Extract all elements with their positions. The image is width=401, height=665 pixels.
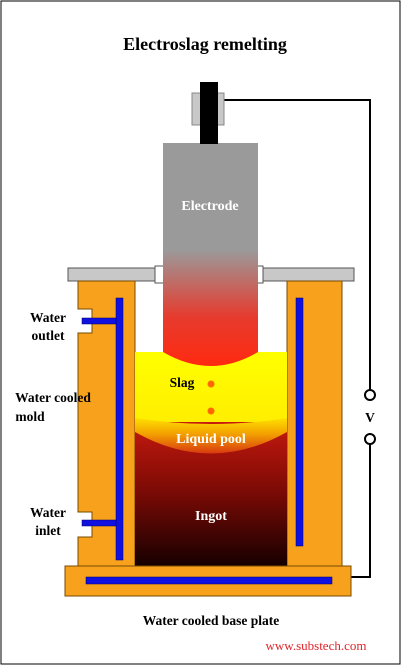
water-inlet-pipe (81, 519, 117, 527)
water-cooled-mold-label-line1: Water cooled (15, 390, 91, 405)
base-plate-label: Water cooled base plate (143, 613, 280, 628)
water-channel-right (295, 297, 304, 547)
electrode-label: Electrode (181, 199, 238, 214)
slag-label: Slag (170, 375, 195, 390)
ingot-label: Ingot (195, 509, 227, 524)
diagram-title: Electroslag remelting (123, 34, 287, 54)
circuit-wire-top (222, 99, 371, 390)
mold-wall-right (286, 280, 343, 567)
water-outlet-pipe (81, 317, 117, 325)
terminal-top (364, 389, 376, 401)
water-outlet-label-line2: outlet (32, 328, 65, 343)
water-inlet-label-line2: inlet (35, 523, 61, 538)
base-plate-water-channel (85, 576, 333, 585)
credit-link[interactable]: www.substech.com (266, 638, 367, 653)
liquid-pool-shape (135, 418, 287, 454)
water-outlet-label-line1: Water (30, 310, 66, 325)
water-inlet-label-line1: Water (30, 505, 66, 520)
liquid-pool-label: Liquid pool (176, 432, 246, 447)
electrode-holder (200, 82, 218, 144)
voltage-label: V (365, 410, 375, 425)
water-cooled-mold-label-line2: mold (15, 409, 45, 424)
droplet-2 (207, 407, 215, 415)
electrode-rod (163, 143, 258, 366)
water-channel-left (115, 297, 124, 561)
circuit-wire-bottom (350, 442, 371, 578)
terminal-bottom (364, 433, 376, 445)
droplet-1 (207, 380, 215, 388)
